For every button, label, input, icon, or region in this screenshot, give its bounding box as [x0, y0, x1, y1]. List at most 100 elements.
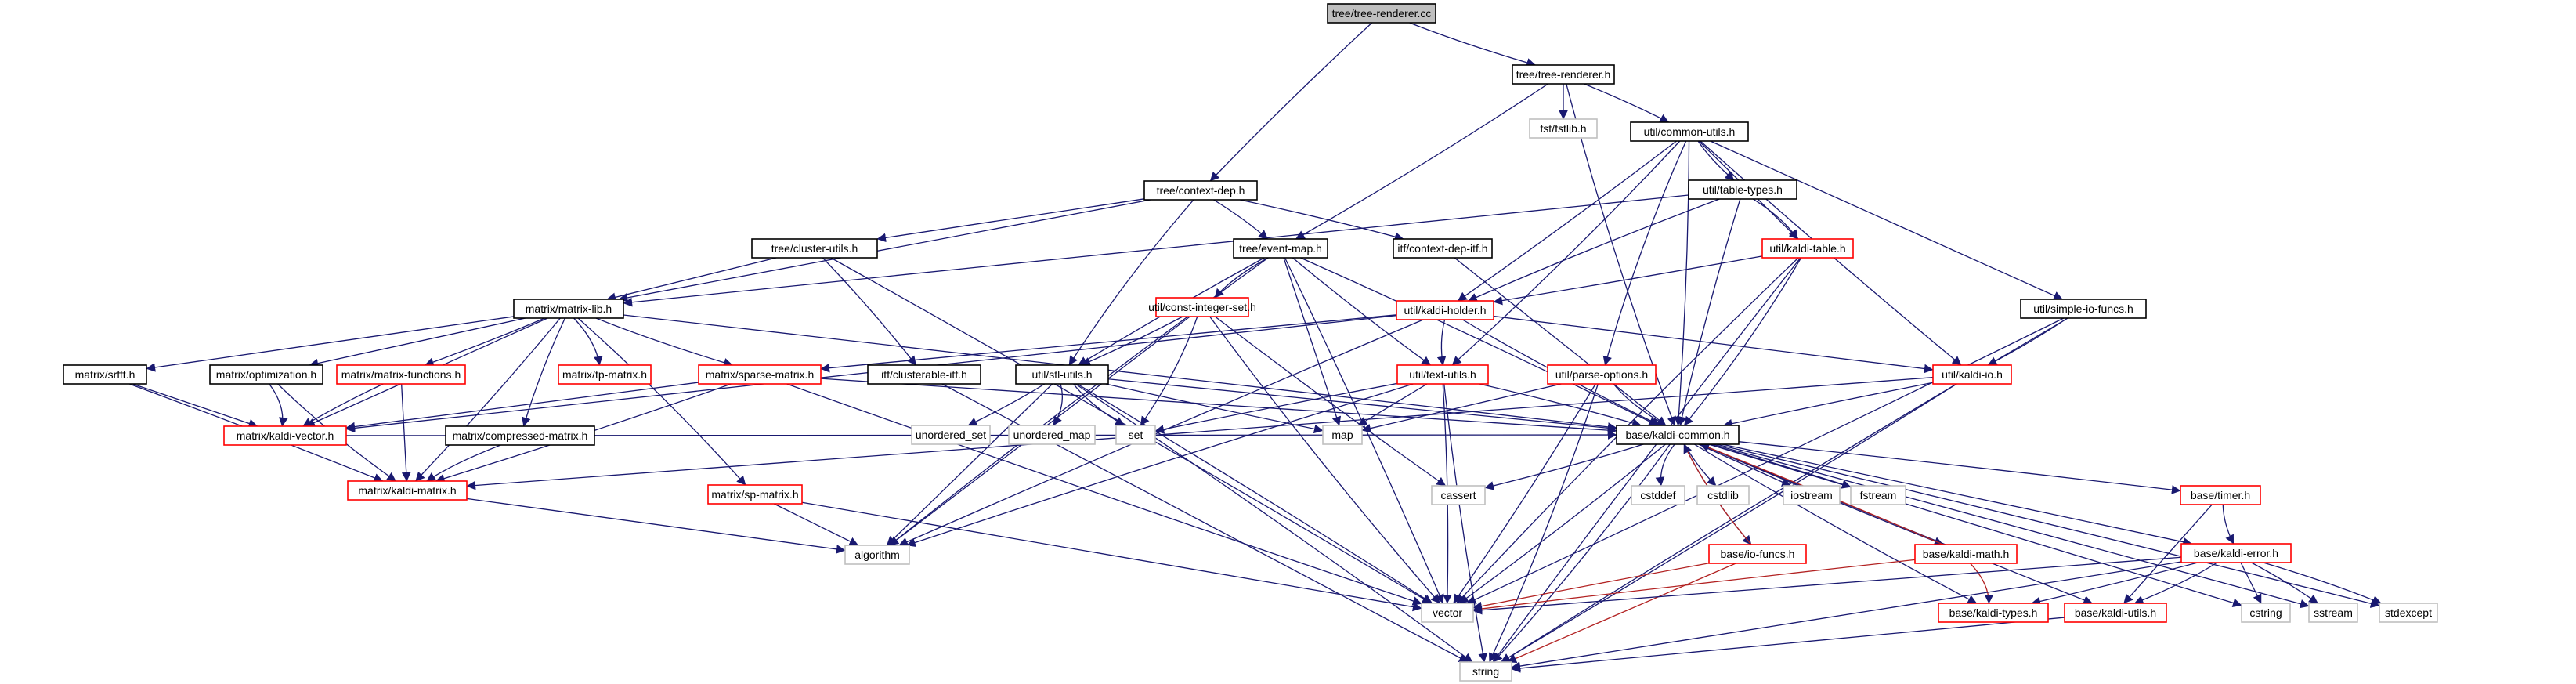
- node-clusterutils[interactable]: tree/cluster-utils.h: [751, 238, 878, 259]
- node-timer[interactable]: base/timer.h: [2180, 485, 2261, 505]
- node-kaldierror[interactable]: base/kaldi-error.h: [2180, 543, 2292, 563]
- edge-parseoptions-to-vector: [1453, 383, 1596, 604]
- node-tpmatrix[interactable]: matrix/tp-matrix.h: [558, 364, 652, 385]
- node-ctxdepitf[interactable]: itf/context-dep-itf.h: [1393, 238, 1493, 259]
- node-box: [1327, 3, 1436, 24]
- node-label: matrix/sparse-matrix.h: [706, 368, 814, 381]
- node-algorithm[interactable]: algorithm: [844, 545, 910, 565]
- node-kaldicommon[interactable]: base/kaldi-common.h: [1616, 425, 1740, 445]
- node-box: [1696, 485, 1750, 505]
- edge-parseoptions-to-string: [1488, 383, 1599, 663]
- node-box: [1015, 364, 1109, 385]
- edge-stlutils-to-algorithm: [886, 383, 1053, 546]
- edge-treerenderer-to-eventmap: [1295, 83, 1548, 240]
- node-cstring[interactable]: cstring: [2241, 603, 2291, 623]
- node-kaldiutils[interactable]: base/kaldi-utils.h: [2064, 603, 2167, 623]
- node-treerenderer[interactable]: tree/tree-renderer.h: [1512, 64, 1615, 85]
- node-commonutils[interactable]: util/common-utils.h: [1630, 121, 1749, 142]
- node-kaldimatrix[interactable]: matrix/kaldi-matrix.h: [347, 480, 468, 501]
- nodes-layer: tree/tree-renderer.cc tree/tree-renderer.…: [63, 3, 2438, 682]
- node-stlutils[interactable]: util/stl-utils.h: [1015, 364, 1109, 385]
- node-box: [513, 299, 624, 319]
- node-iofuncs[interactable]: base/io-funcs.h: [1708, 544, 1807, 564]
- edge-parseoptions-to-kaldicommon: [1613, 383, 1667, 426]
- node-root[interactable]: tree/tree-renderer.cc: [1327, 3, 1436, 24]
- node-box: [1932, 364, 2012, 385]
- edge-compressed-to-kaldimatrix: [426, 444, 501, 482]
- node-box: [1850, 485, 1906, 505]
- node-box: [1322, 425, 1363, 445]
- node-cstdlib[interactable]: cstdlib: [1696, 485, 1750, 505]
- node-label: cassert: [1440, 489, 1476, 501]
- node-box: [1630, 121, 1749, 142]
- node-box: [1459, 661, 1512, 682]
- node-iostream[interactable]: iostream: [1783, 485, 1841, 505]
- node-parseoptions[interactable]: util/parse-options.h: [1547, 364, 1657, 385]
- node-label: base/kaldi-error.h: [2194, 547, 2278, 559]
- node-label: fstream: [1860, 489, 1897, 501]
- node-box: [1512, 64, 1615, 85]
- edge-kaldicommon-to-vector: [1459, 443, 1666, 604]
- node-kaldimath[interactable]: base/kaldi-math.h: [1914, 544, 2018, 564]
- node-kaldiholder[interactable]: util/kaldi-holder.h: [1396, 300, 1494, 320]
- node-sstream[interactable]: sstream: [2308, 603, 2358, 623]
- node-box: [1396, 364, 1489, 385]
- node-clusterable[interactable]: itf/clusterable-itf.h: [867, 364, 981, 385]
- node-kaldivector[interactable]: matrix/kaldi-vector.h: [223, 425, 347, 446]
- node-box: [2379, 603, 2438, 623]
- node-label: util/simple-io-funcs.h: [2033, 302, 2133, 315]
- node-box: [2180, 543, 2292, 563]
- node-textutils[interactable]: util/text-utils.h: [1396, 364, 1489, 385]
- node-sparsematrix[interactable]: matrix/sparse-matrix.h: [698, 364, 822, 385]
- edge-timer-to-kaldierror: [2222, 504, 2235, 545]
- node-unordered_set[interactable]: unordered_set: [911, 425, 991, 445]
- node-label: matrix/tp-matrix.h: [562, 368, 647, 381]
- node-box: [1616, 425, 1740, 445]
- node-label: tree/cluster-utils.h: [771, 242, 858, 255]
- node-label: base/io-funcs.h: [1721, 548, 1795, 560]
- edge-textutils-to-string: [1443, 383, 1488, 663]
- node-contextdep[interactable]: tree/context-dep.h: [1143, 180, 1258, 201]
- node-box: [911, 425, 991, 445]
- node-fstlib[interactable]: fst/fstlib.h: [1529, 118, 1598, 139]
- node-spmatrix[interactable]: matrix/sp-matrix.h: [707, 484, 803, 505]
- node-kalditypes[interactable]: base/kaldi-types.h: [1938, 603, 2049, 623]
- node-tabletypes[interactable]: util/table-types.h: [1688, 179, 1797, 200]
- node-matrixlib[interactable]: matrix/matrix-lib.h: [513, 299, 624, 319]
- node-srfft[interactable]: matrix/srfft.h: [63, 364, 147, 385]
- node-set[interactable]: set: [1115, 425, 1156, 445]
- node-kalditable[interactable]: util/kaldi-table.h: [1761, 238, 1854, 259]
- node-box: [1547, 364, 1657, 385]
- edge-tabletypes-to-kalditable: [1752, 198, 1798, 240]
- edge-kaldicommon-to-kalditypes: [1693, 443, 1978, 604]
- node-matfuncs[interactable]: matrix/matrix-functions.h: [336, 364, 466, 385]
- node-string[interactable]: string: [1459, 661, 1512, 682]
- node-map[interactable]: map: [1322, 425, 1363, 445]
- node-eventmap[interactable]: tree/event-map.h: [1233, 238, 1328, 259]
- node-label: tree/context-dep.h: [1157, 184, 1245, 197]
- edge-kalditable-to-kaldicommon: [1683, 257, 1802, 426]
- node-fstream[interactable]: fstream: [1850, 485, 1906, 505]
- node-optimization[interactable]: matrix/optimization.h: [209, 364, 323, 385]
- node-compressed[interactable]: matrix/compressed-matrix.h: [445, 425, 595, 446]
- node-label: util/kaldi-table.h: [1769, 242, 1845, 255]
- node-label: matrix/optimization.h: [216, 368, 316, 381]
- edge-kaldierror-to-kaldiutils: [2133, 562, 2218, 605]
- edge-kaldierror-to-stdexcept: [2263, 562, 2382, 605]
- node-cstddef[interactable]: cstddef: [1631, 485, 1685, 505]
- node-box: [558, 364, 652, 385]
- edge-contextdep-to-ctxdepitf: [1239, 199, 1404, 241]
- node-box: [1143, 180, 1258, 201]
- node-cassert[interactable]: cassert: [1431, 485, 1486, 505]
- node-simpleio[interactable]: util/simple-io-funcs.h: [2020, 299, 2147, 319]
- edge-kaldimatrix-to-algorithm: [466, 498, 846, 554]
- edge-root-to-treerenderer: [1409, 22, 1536, 67]
- node-kaldiio[interactable]: util/kaldi-io.h: [1932, 364, 2012, 385]
- node-stdexcept[interactable]: stdexcept: [2379, 603, 2438, 623]
- node-unordered_map[interactable]: unordered_map: [1008, 425, 1096, 445]
- node-label: fst/fstlib.h: [1540, 122, 1586, 135]
- edge-constint-to-set: [1140, 316, 1198, 426]
- node-vector[interactable]: vector: [1421, 603, 1474, 623]
- node-constint[interactable]: util/const-integer-set.h: [1148, 297, 1256, 317]
- node-box: [1008, 425, 1096, 445]
